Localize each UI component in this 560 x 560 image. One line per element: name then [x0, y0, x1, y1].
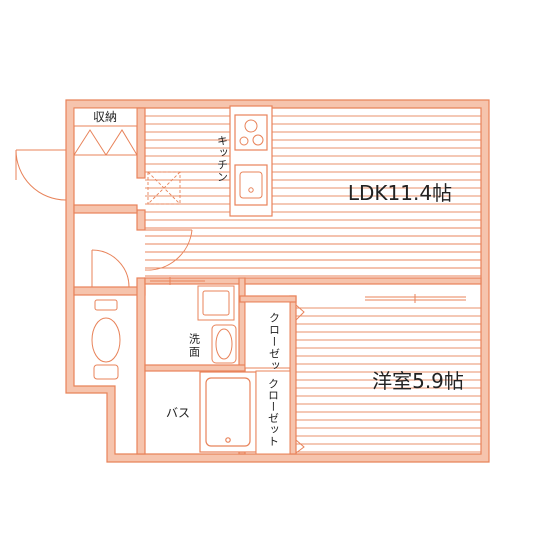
- ldk-door-icon: [144, 229, 193, 271]
- kitchen-label: キッチン: [216, 135, 229, 183]
- stove-icon: [239, 119, 264, 146]
- entrance-door-icon: [15, 149, 67, 201]
- storage-closet: [73, 107, 138, 156]
- western-room-label: 洋室5.9帖: [372, 369, 464, 393]
- western-room-floor: [296, 303, 481, 454]
- closet-large-label: クローゼット: [267, 378, 280, 447]
- bathtub-icon: [199, 371, 257, 453]
- sliding-door-washroom: [150, 277, 205, 285]
- closet-door-icon: [295, 304, 305, 454]
- sink-icon: [239, 171, 263, 199]
- closet-small: [244, 301, 291, 369]
- interior-walls: [73, 107, 482, 455]
- fridge-space-icon: [147, 171, 181, 205]
- closet-small-label: クローゼット: [268, 312, 281, 384]
- washing-machine-pan-icon: [197, 285, 235, 321]
- washbasin-icon: [211, 324, 237, 364]
- ldk-floor-lower: [145, 222, 481, 278]
- ldk-label: LDK11.4帖: [348, 181, 452, 205]
- kitchen-counter: [229, 105, 273, 217]
- sliding-door-western: [365, 294, 466, 303]
- bath-label: バス: [166, 406, 190, 420]
- hall-door-icon: [91, 249, 130, 288]
- toilet-icon: [91, 299, 121, 380]
- washroom-label: 洗面: [188, 333, 201, 359]
- closet-large: [255, 370, 291, 455]
- storage-label: 収納: [93, 110, 117, 124]
